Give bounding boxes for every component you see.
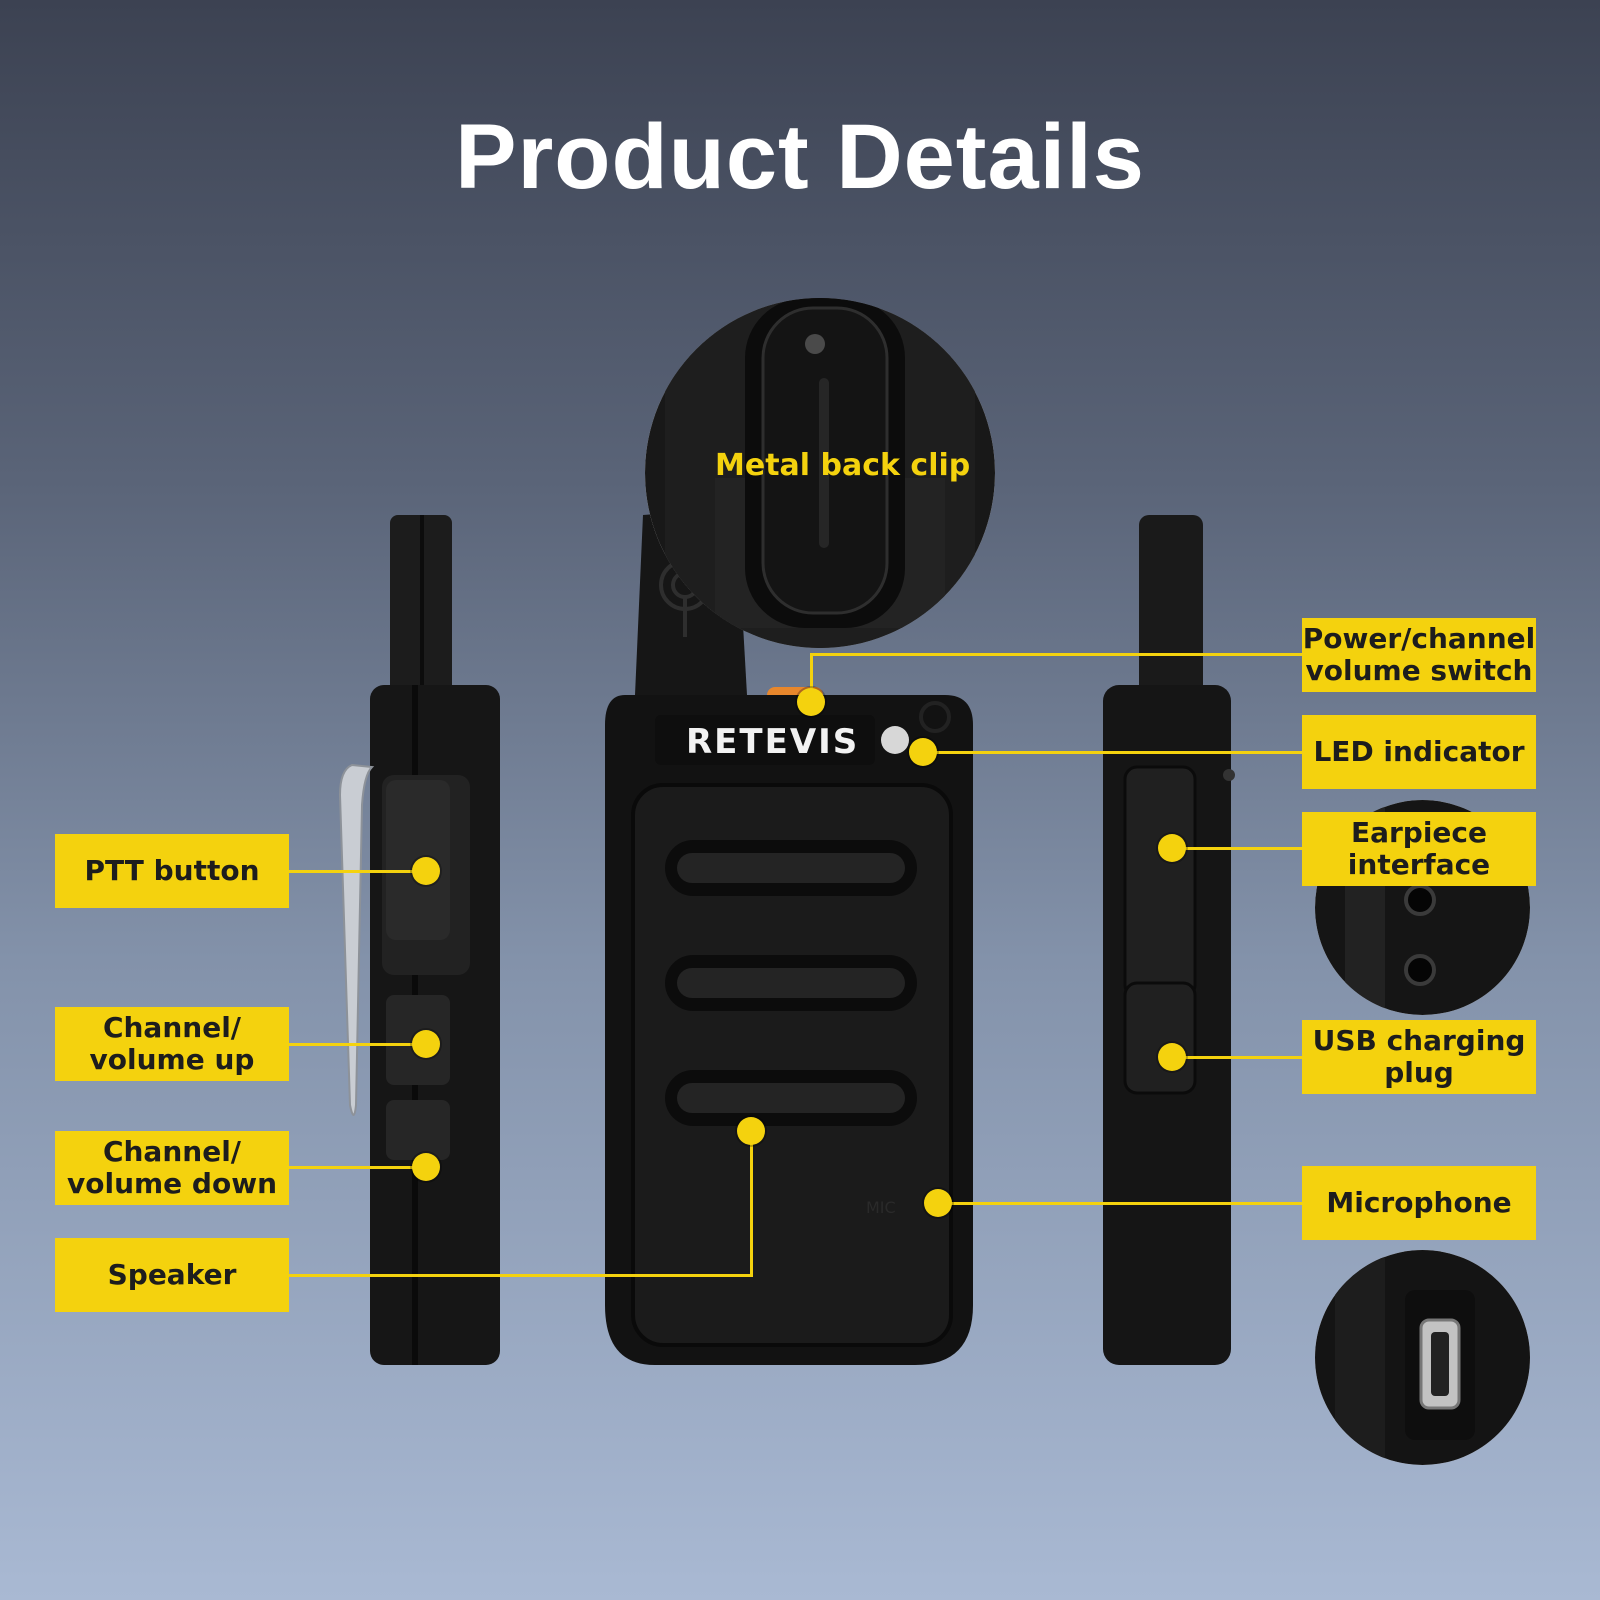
- leader-line-speaker-v: [750, 1131, 753, 1277]
- label-led-indicator: LED indicator: [1302, 715, 1536, 789]
- page-title: Product Details: [455, 106, 1145, 208]
- marker-power-switch: [797, 688, 825, 716]
- label-channel-volume-up: Channel/ volume up: [55, 1007, 289, 1081]
- radio-right-side-view: [1103, 515, 1235, 1365]
- label-power-channel-volume-switch: Power/channel volume switch: [1302, 618, 1536, 692]
- leader-line-ptt: [289, 870, 425, 873]
- marker-led: [909, 738, 937, 766]
- brand-logo: RETEVIS: [686, 722, 860, 762]
- leader-line-led: [923, 751, 1302, 754]
- label-usb-charging-plug: USB charging plug: [1302, 1020, 1536, 1094]
- leader-line-usb: [1172, 1056, 1302, 1059]
- leader-line-ch-up: [289, 1043, 425, 1046]
- radio-front-view: [605, 509, 973, 1365]
- usb-port-image: [1315, 1250, 1530, 1465]
- leader-line-power-v: [810, 653, 813, 699]
- back-clip-callout: Metal back clip: [645, 298, 995, 648]
- leader-line-speaker-h: [289, 1274, 753, 1277]
- marker-usb: [1158, 1043, 1186, 1071]
- marker-ch-up: [412, 1030, 440, 1058]
- marker-speaker: [737, 1117, 765, 1145]
- mic-marking: MIC: [866, 1198, 896, 1217]
- leader-line-earpiece: [1172, 847, 1302, 850]
- label-channel-volume-down: Channel/ volume down: [55, 1131, 289, 1205]
- label-microphone: Microphone: [1302, 1166, 1536, 1240]
- marker-ptt: [412, 857, 440, 885]
- leader-line-power-h: [810, 653, 1302, 656]
- back-clip-label: Metal back clip: [715, 448, 971, 483]
- metal-back-clip-image: [645, 298, 995, 648]
- usb-detail-circle: [1315, 1250, 1530, 1465]
- leader-line-ch-down: [289, 1166, 425, 1169]
- marker-microphone: [924, 1189, 952, 1217]
- label-ptt-button: PTT button: [55, 834, 289, 908]
- leader-line-microphone: [938, 1202, 1302, 1205]
- label-speaker: Speaker: [55, 1238, 289, 1312]
- radio-left-side-view: [338, 515, 500, 1365]
- label-earpiece-interface: Earpiece interface: [1302, 812, 1536, 886]
- marker-earpiece: [1158, 834, 1186, 862]
- marker-ch-down: [412, 1153, 440, 1181]
